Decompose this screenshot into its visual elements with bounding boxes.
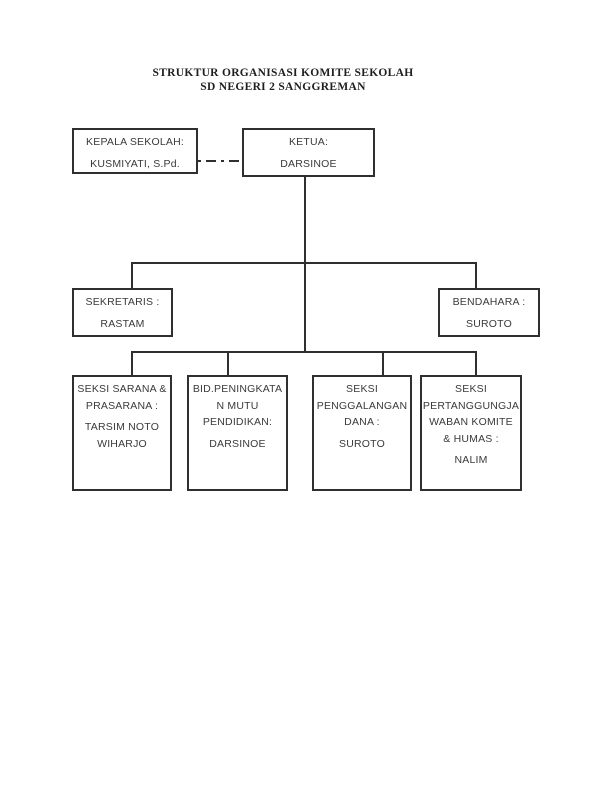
role-label: SEKSI	[455, 383, 487, 395]
connector-row2-horizontal-line	[131, 262, 477, 264]
org-box-sekretaris: SEKRETARIS : RASTAM	[72, 288, 173, 337]
role-label: & HUMAS :	[443, 432, 499, 445]
person-name: SUROTO	[339, 437, 385, 450]
person-name: WIHARJO	[97, 437, 147, 450]
connector-seksi-pertanggungjawaban-stub	[475, 351, 477, 375]
role-label: PENGGALANGAN	[316, 399, 408, 412]
org-box-kepala-sekolah: KEPALA SEKOLAH: KUSMIYATI, S.Pd.	[72, 128, 198, 174]
connector-bid-peningkatan-stub	[227, 351, 229, 375]
person-name: DARSINOE	[209, 437, 266, 450]
connector-kepala-ketua-dashdot-line	[198, 149, 242, 162]
title-line-1: STRUKTUR ORGANISASI KOMITE SEKOLAH	[152, 67, 414, 79]
person-name: KUSMIYATI, S.Pd.	[90, 157, 180, 170]
role-label: SEKSI	[346, 383, 378, 395]
org-box-bid-peningkatan-mutu-pendidikan: BID.PENINGKATA N MUTU PENDIDIKAN: DARSIN…	[187, 375, 288, 491]
connector-bendahara-stub	[475, 262, 477, 288]
org-box-bendahara: BENDAHARA : SUROTO	[438, 288, 540, 337]
person-name: SUROTO	[466, 317, 512, 330]
person-name: RASTAM	[100, 317, 145, 330]
person-name: TARSIM NOTO	[84, 421, 160, 433]
title-line-2: SD NEGERI 2 SANGGREMAN	[200, 81, 366, 93]
role-label: BID.PENINGKATA	[192, 383, 283, 395]
role-label: PERTANGGUNGJA	[422, 399, 520, 412]
connector-sekretaris-stub	[131, 262, 133, 288]
role-label: KETUA:	[288, 136, 329, 148]
person-name: DARSINOE	[280, 157, 337, 170]
role-label: PENDIDIKAN:	[202, 416, 273, 428]
role-label: BENDAHARA :	[452, 296, 526, 308]
role-label: WABAN KOMITE	[429, 416, 513, 428]
connector-seksi-sarana-stub	[131, 351, 133, 375]
role-label: SEKSI SARANA &	[77, 383, 167, 395]
role-label: DANA :	[344, 416, 380, 428]
connector-row3-horizontal-line	[131, 351, 477, 353]
role-label: SEKRETARIS :	[85, 296, 160, 308]
connector-ketua-trunk-line	[304, 177, 306, 353]
role-label: PRASARANA :	[85, 399, 159, 412]
org-box-seksi-penggalangan-dana: SEKSI PENGGALANGAN DANA : SUROTO	[312, 375, 412, 491]
connector-seksi-penggalangan-stub	[382, 351, 384, 375]
document-title: STRUKTUR ORGANISASI KOMITE SEKOLAH SD NE…	[0, 66, 566, 94]
org-box-seksi-pertanggungjawaban-komite-humas: SEKSI PERTANGGUNGJA WABAN KOMITE & HUMAS…	[420, 375, 522, 491]
org-box-seksi-sarana-prasarana: SEKSI SARANA & PRASARANA : TARSIM NOTO W…	[72, 375, 172, 491]
role-label: KEPALA SEKOLAH:	[86, 136, 184, 148]
role-label: N MUTU	[216, 399, 259, 412]
org-box-ketua: KETUA: DARSINOE	[242, 128, 375, 177]
person-name: NALIM	[454, 454, 488, 466]
